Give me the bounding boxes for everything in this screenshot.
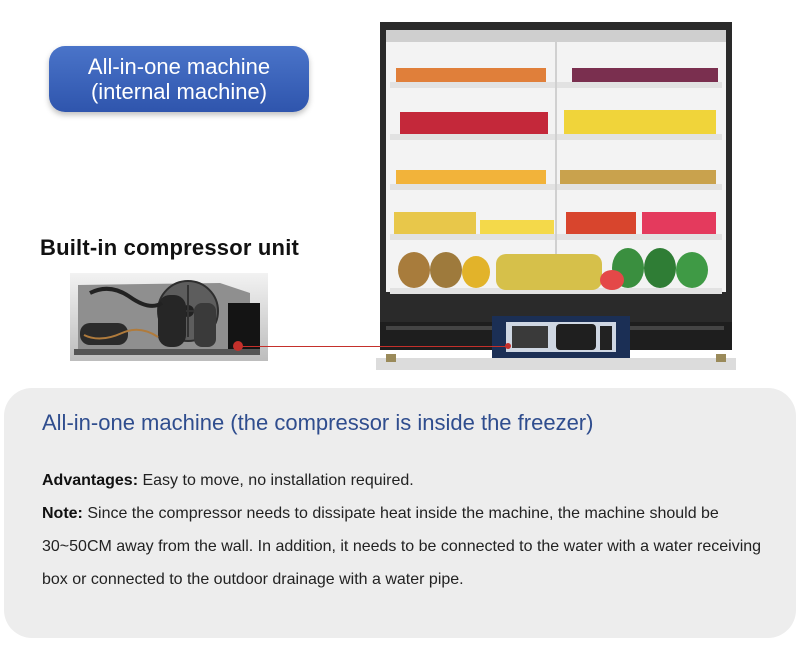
- advantages-text: Easy to move, no installation required.: [138, 472, 414, 489]
- info-body: Advantages: Easy to move, no installatio…: [42, 464, 782, 596]
- connector-dot-right: [505, 343, 511, 349]
- info-title: All-in-one machine (the compressor is in…: [42, 410, 594, 435]
- note-text: Since the compressor needs to dissipate …: [42, 505, 762, 588]
- advantages-label: Advantages:: [42, 472, 139, 489]
- connector-dot-left: [233, 341, 243, 351]
- advantages-line: Advantages: Easy to move, no installatio…: [42, 464, 782, 497]
- note-paragraph: Note: Since the compressor needs to diss…: [42, 497, 782, 596]
- info-panel: All-in-one machine (the compressor is in…: [4, 388, 796, 638]
- freezer-cabinet-image: [376, 20, 736, 370]
- compressor-unit-label: Built-in compressor unit: [40, 235, 300, 260]
- badge-line-2: (internal machine): [90, 79, 268, 104]
- machine-type-badge: All-in-one machine (internal machine): [49, 46, 309, 112]
- compressor-unit-image: [70, 273, 268, 361]
- connector-line: [238, 346, 508, 347]
- badge-line-1: All-in-one machine: [87, 54, 271, 79]
- note-label: Note:: [42, 505, 83, 522]
